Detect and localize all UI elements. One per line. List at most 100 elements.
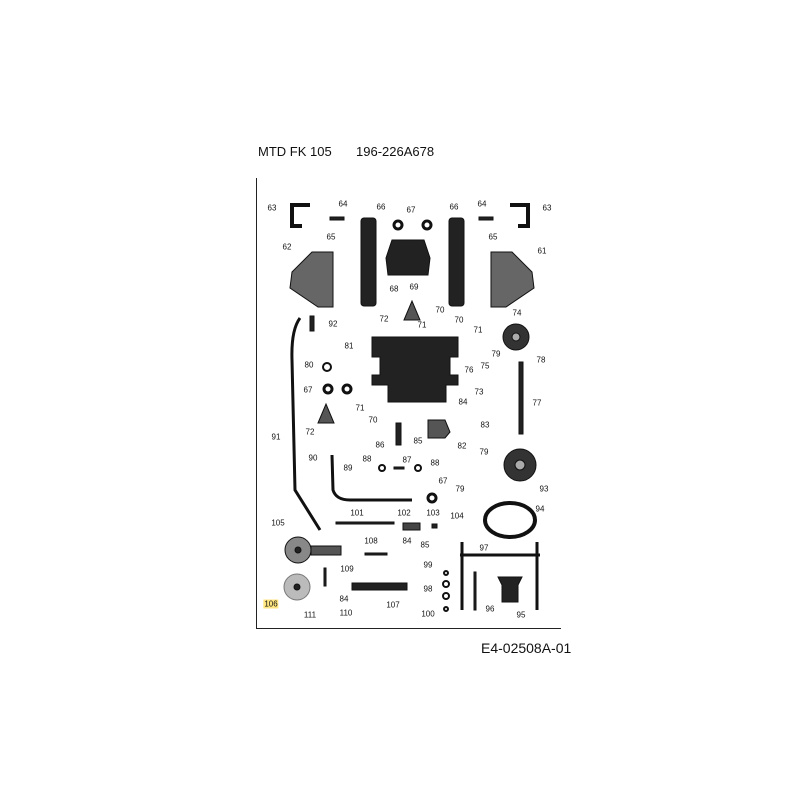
callout-label: 67 bbox=[303, 385, 313, 395]
callout-label: 63 bbox=[267, 203, 277, 213]
callout-label: 108 bbox=[364, 536, 378, 546]
callout-label: 98 bbox=[423, 584, 433, 594]
callout-label: 82 bbox=[457, 441, 467, 451]
callout-label: 95 bbox=[516, 610, 526, 620]
frame-border-bottom bbox=[256, 628, 561, 629]
callout-label: 79 bbox=[455, 484, 465, 494]
callout-label: 66 bbox=[449, 202, 459, 212]
callout-label: 96 bbox=[485, 604, 495, 614]
callout-label: 90 bbox=[308, 453, 318, 463]
callout-label: 84 bbox=[402, 536, 412, 546]
part-67 bbox=[421, 219, 433, 231]
part-97 bbox=[460, 542, 540, 610]
part-66-right bbox=[448, 217, 465, 307]
part-66-left bbox=[360, 217, 377, 307]
part-67 bbox=[426, 492, 438, 504]
callout-label: 93 bbox=[539, 484, 549, 494]
callout-label: 66 bbox=[376, 202, 386, 212]
callout-label: 77 bbox=[532, 398, 542, 408]
callout-label: 84 bbox=[458, 397, 468, 407]
part-72 bbox=[403, 299, 421, 321]
callout-label: 102 bbox=[397, 508, 411, 518]
callout-label: 73 bbox=[474, 387, 484, 397]
callout-label: 107 bbox=[386, 600, 400, 610]
callout-label: 100 bbox=[421, 609, 435, 619]
callout-label: 71 bbox=[355, 403, 365, 413]
callout-label: 68 bbox=[389, 284, 399, 294]
part-68 bbox=[385, 239, 431, 276]
part-72 bbox=[317, 402, 335, 424]
callout-label: 85 bbox=[420, 540, 430, 550]
diagram-id: E4-02508A-01 bbox=[481, 640, 572, 656]
part-67 bbox=[392, 219, 404, 231]
callout-label: 64 bbox=[338, 199, 348, 209]
callout-label: 81 bbox=[344, 341, 354, 351]
part-67 bbox=[322, 383, 334, 395]
callout-label: 79 bbox=[491, 349, 501, 359]
callout-label: 69 bbox=[409, 282, 419, 292]
callout-label: 110 bbox=[339, 608, 353, 618]
callout-label: 94 bbox=[535, 504, 545, 514]
part-86 bbox=[395, 422, 402, 446]
part-91 bbox=[290, 317, 322, 531]
part-88 bbox=[414, 464, 422, 472]
callout-label: 71 bbox=[473, 325, 483, 335]
part-73 bbox=[371, 336, 459, 403]
part-109 bbox=[323, 567, 327, 587]
callout-label: 67 bbox=[438, 476, 448, 486]
part-80 bbox=[322, 362, 332, 372]
callout-label: 75 bbox=[480, 361, 490, 371]
part-63-right bbox=[510, 203, 530, 228]
callout-label: 71 bbox=[417, 320, 427, 330]
part-61 bbox=[490, 251, 535, 308]
part-82 bbox=[427, 419, 451, 439]
callout-label: 63 bbox=[542, 203, 552, 213]
frame-border-left bbox=[256, 178, 257, 628]
callout-label: 91 bbox=[271, 432, 281, 442]
callout-label: 101 bbox=[350, 508, 364, 518]
callout-label: 99 bbox=[423, 560, 433, 570]
part-67 bbox=[341, 383, 353, 395]
part-64-right bbox=[478, 216, 494, 221]
model-title: MTD FK 105 bbox=[258, 144, 332, 159]
callout-label: 65 bbox=[488, 232, 498, 242]
part-62 bbox=[289, 251, 334, 308]
part-87 bbox=[393, 466, 405, 470]
part-102 bbox=[402, 522, 421, 531]
callout-label: 76 bbox=[464, 365, 474, 375]
callout-label: 85 bbox=[413, 436, 423, 446]
callout-label: 72 bbox=[305, 427, 315, 437]
callout-label: 103 bbox=[426, 508, 440, 518]
part-number: 196-226A678 bbox=[356, 144, 435, 159]
callout-label: 105 bbox=[271, 518, 285, 528]
part-103 bbox=[431, 523, 438, 529]
callout-label: 70 bbox=[435, 305, 445, 315]
callout-label-highlighted: 106 bbox=[263, 599, 279, 609]
callout-label: 86 bbox=[375, 440, 385, 450]
part-89 bbox=[330, 454, 412, 502]
callout-label: 65 bbox=[326, 232, 336, 242]
callout-label: 67 bbox=[406, 205, 416, 215]
part-64-left bbox=[329, 216, 345, 221]
callout-label: 61 bbox=[537, 246, 547, 256]
callout-label: 78 bbox=[536, 355, 546, 365]
callout-label: 92 bbox=[328, 319, 338, 329]
callout-label: 88 bbox=[430, 458, 440, 468]
callout-label: 64 bbox=[477, 199, 487, 209]
callout-label: 79 bbox=[479, 447, 489, 457]
part-77 bbox=[518, 361, 524, 435]
callout-label: 70 bbox=[368, 415, 378, 425]
callout-label: 89 bbox=[343, 463, 353, 473]
part-108 bbox=[364, 552, 388, 556]
callout-label: 74 bbox=[512, 308, 522, 318]
callout-label: 87 bbox=[402, 455, 412, 465]
callout-label: 83 bbox=[480, 420, 490, 430]
callout-label: 97 bbox=[479, 543, 489, 553]
part-92 bbox=[309, 315, 315, 332]
part-88 bbox=[378, 464, 386, 472]
callout-label: 109 bbox=[340, 564, 354, 574]
callout-label: 84 bbox=[339, 594, 349, 604]
callout-label: 80 bbox=[304, 360, 314, 370]
